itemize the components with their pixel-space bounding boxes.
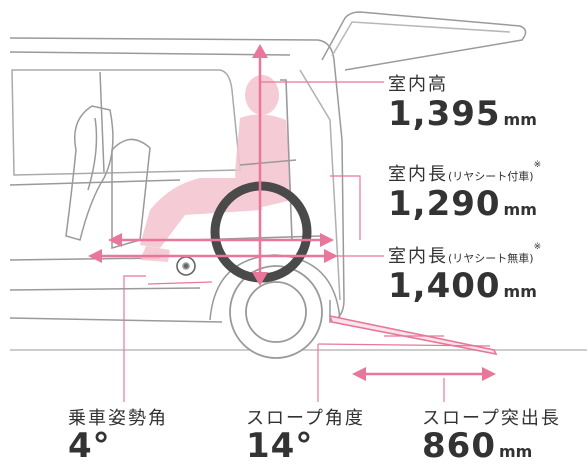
slope-ramp <box>328 314 498 356</box>
interior-length-with-seat-mark: ※ <box>533 160 544 170</box>
slope-extension-title: スロープ突出長 <box>422 408 561 429</box>
length-arrow-without-seat <box>88 249 338 263</box>
interior-height-title: 室内高 <box>388 74 448 95</box>
interior-length-with-seat-note: (リヤシート付車) <box>448 170 534 183</box>
leader-lines <box>123 81 491 402</box>
interior-length-without-seat-unit: mm <box>503 282 537 301</box>
interior-height-value: 1,395 <box>388 94 501 134</box>
slope-extension-value: 860 <box>422 426 496 466</box>
slope-extension-arrow <box>352 367 496 381</box>
interior-height-unit: mm <box>503 110 537 129</box>
interior-length-without-seat-title: 室内長 <box>388 246 448 267</box>
boarding-angle-label: 乗車姿勢角 4° <box>68 404 168 466</box>
interior-length-with-seat-value: 1,290 <box>388 184 501 224</box>
interior-length-with-seat-unit: mm <box>503 200 537 219</box>
length-arrow-with-seat <box>108 233 334 247</box>
boarding-angle-title: 乗車姿勢角 <box>68 408 168 429</box>
slope-extension-unit: mm <box>498 442 533 461</box>
rear-wheel <box>229 265 323 359</box>
interior-length-with-seat-title: 室内長 <box>388 164 448 185</box>
slope-angle-value: 14° <box>246 426 314 466</box>
boarding-angle-value: 4° <box>68 426 111 466</box>
interior-length-without-seat-value: 1,400 <box>388 266 501 306</box>
interior-length-without-seat-mark: ※ <box>533 242 544 252</box>
folded-seat-icon <box>65 105 151 249</box>
slope-angle-title: スロープ角度 <box>246 408 365 429</box>
interior-length-without-seat-note: (リヤシート無車) <box>448 252 534 265</box>
slope-angle-label: スロープ角度 14° <box>246 404 365 466</box>
